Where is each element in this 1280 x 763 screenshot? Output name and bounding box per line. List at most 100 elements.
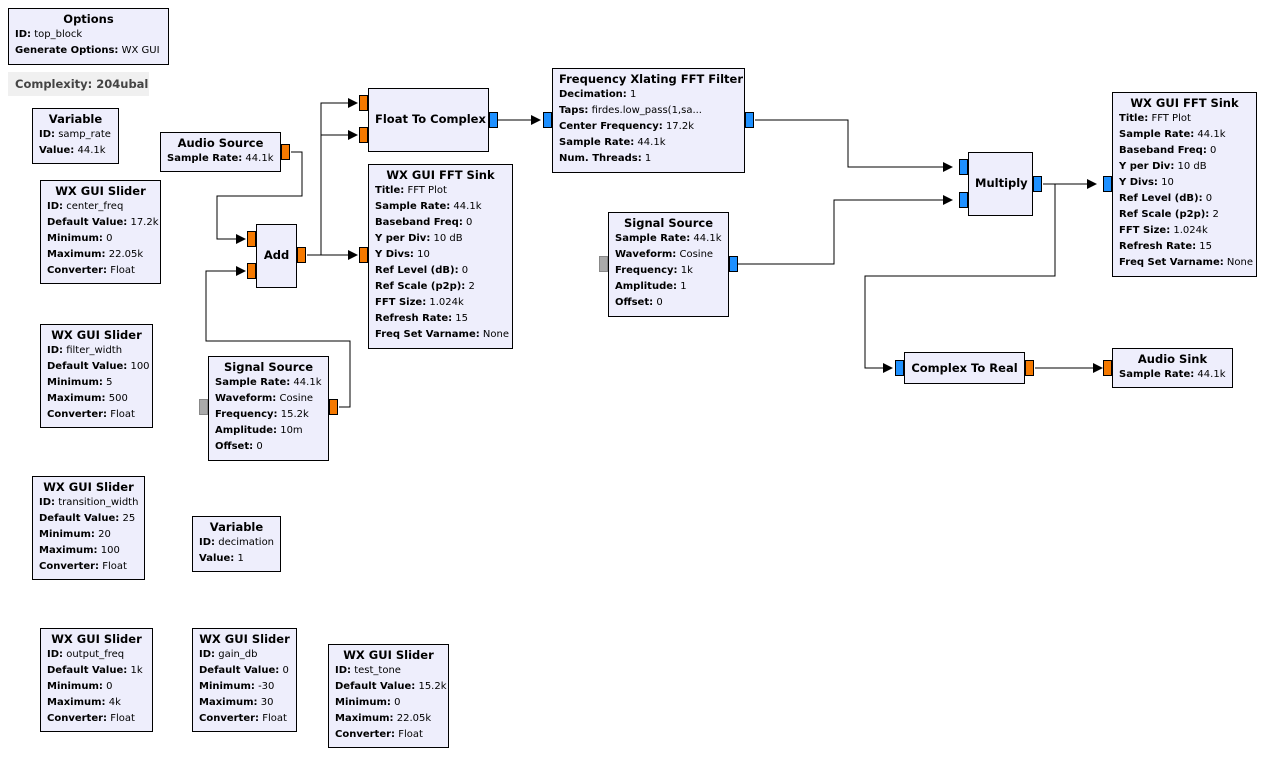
param-label: Offset: [615, 297, 654, 308]
param-label: Minimum: [335, 697, 391, 708]
freq-xlating-out-port[interactable] [745, 112, 754, 128]
param-label: ID: [39, 497, 56, 508]
block-float-to-complex[interactable]: Float To Complex [368, 88, 489, 152]
param-label: Sample Rate: [559, 137, 635, 148]
add-in0-port[interactable] [247, 231, 256, 247]
multiply-in0-port[interactable] [959, 159, 968, 175]
add-in1-port[interactable] [247, 263, 256, 279]
block-param: Ref Scale (p2p): 2 [375, 279, 506, 295]
param-value: gain_db [218, 649, 258, 660]
block-param: ID: test_tone [335, 663, 442, 679]
param-label: ID: [39, 129, 56, 140]
param-label: Offset: [215, 441, 254, 452]
float-to-complex-out-port[interactable] [489, 112, 498, 128]
block-param: Sample Rate: 44.1k [375, 199, 506, 215]
param-label: Refresh Rate: [375, 313, 453, 324]
add-out-port[interactable] [297, 247, 306, 263]
block-add[interactable]: Add [256, 224, 297, 288]
block-param: Sample Rate: 44.1k [215, 375, 322, 391]
param-value: transition_width [58, 497, 139, 508]
block-param: Num. Threads: 1 [559, 151, 738, 167]
param-label: Maximum: [47, 697, 106, 708]
block-title: WX GUI Slider [55, 184, 146, 198]
param-label: Minimum: [47, 377, 103, 388]
param-label: Maximum: [47, 393, 106, 404]
param-value: 1.024k [1173, 225, 1208, 236]
param-label: Value: [39, 145, 75, 156]
float-to-complex-im-port[interactable] [359, 127, 368, 143]
signal-source-2-out-port[interactable] [729, 256, 738, 272]
block-param: Sample Rate: 44.1k [1119, 367, 1226, 383]
block-param: Converter: Float [47, 263, 154, 279]
block-param: Default Value: 17.2k [47, 215, 159, 231]
param-label: Sample Rate: [215, 377, 291, 388]
block-param: Frequency: 15.2k [215, 407, 322, 423]
block-param: Amplitude: 1 [615, 279, 722, 295]
param-value: 1 [237, 553, 244, 564]
param-label: Title: [1119, 113, 1149, 124]
fft-sink-1-in-port[interactable] [359, 247, 368, 263]
multiply-in1-port[interactable] [959, 192, 968, 208]
block-complex-to-real[interactable]: Complex To Real [904, 352, 1025, 384]
block-param: Maximum: 100 [39, 543, 138, 559]
fft-sink-2-in-port[interactable] [1103, 176, 1112, 192]
complex-to-real-out-port[interactable] [1025, 360, 1034, 376]
audio-source-out-port[interactable] [281, 144, 290, 160]
param-value: 17.2k [130, 217, 159, 228]
param-label: Maximum: [199, 697, 258, 708]
float-to-complex-re-port[interactable] [359, 95, 368, 111]
param-label: ID: [47, 345, 64, 356]
block-param: Freq Set Varname: None [1119, 255, 1253, 271]
param-value: center_freq [66, 201, 124, 212]
signal-source-1-out-port[interactable] [329, 399, 338, 415]
param-label: Value: [199, 553, 235, 564]
block-param: Sample Rate: 44.1k [559, 135, 738, 151]
param-value: 20 [98, 529, 111, 540]
param-value: 15 [455, 313, 469, 324]
param-value: None [482, 329, 510, 340]
param-value: 1k [130, 665, 143, 676]
complex-to-real-in-port[interactable] [895, 360, 904, 376]
signal-source-1-msg-port[interactable] [199, 399, 208, 415]
param-label: Y per Div: [375, 233, 431, 244]
param-label: Title: [375, 185, 405, 196]
block-param: Converter: Float [47, 407, 146, 423]
freq-xlating-in-port[interactable] [543, 112, 552, 128]
multiply-out-port[interactable] [1033, 176, 1042, 192]
param-label: Ref Level (dB): [375, 265, 459, 276]
block-param: Y per Div: 10 dB [375, 231, 506, 247]
block-param: ID: center_freq [47, 199, 154, 215]
param-value: FFT Plot [407, 185, 447, 196]
param-value: 0 [106, 681, 113, 692]
block-param: Center Frequency: 17.2k [559, 119, 738, 135]
audio-sink-in-port[interactable] [1103, 360, 1112, 376]
param-label: Ref Scale (p2p): [375, 281, 466, 292]
param-label: Baseband Freq: [1119, 145, 1207, 156]
block-param: Minimum: 0 [47, 231, 154, 247]
signal-source-2-msg-port[interactable] [599, 256, 608, 272]
param-value: 500 [108, 393, 128, 404]
block-param: Default Value: 0 [199, 663, 290, 679]
param-value: 15.2k [418, 681, 447, 692]
block-multiply[interactable]: Multiply [968, 152, 1033, 216]
param-value: 100 [130, 361, 150, 372]
block-param: Y Divs: 10 [1119, 175, 1250, 191]
param-label: ID: [199, 537, 216, 548]
